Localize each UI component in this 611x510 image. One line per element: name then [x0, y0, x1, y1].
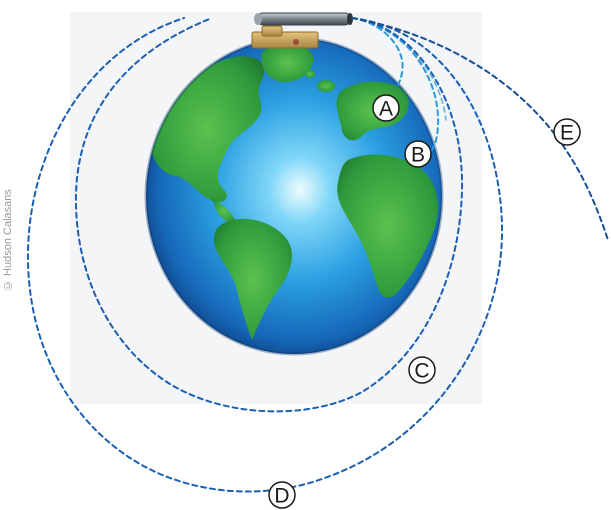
- label-a-text: A: [379, 98, 393, 121]
- label-e-text: E: [560, 122, 574, 145]
- trajectory-label-b: B: [405, 141, 431, 167]
- trajectory-label-a: A: [373, 95, 399, 121]
- trajectory-label-d: D: [269, 482, 295, 508]
- label-d-text: D: [274, 485, 289, 508]
- trajectory-label-e: E: [554, 119, 580, 145]
- label-c-text: C: [414, 360, 429, 383]
- trajectory-label-c: C: [409, 357, 435, 383]
- label-b-text: B: [411, 144, 425, 167]
- photo-credit: © Hudson Calasans: [2, 160, 16, 320]
